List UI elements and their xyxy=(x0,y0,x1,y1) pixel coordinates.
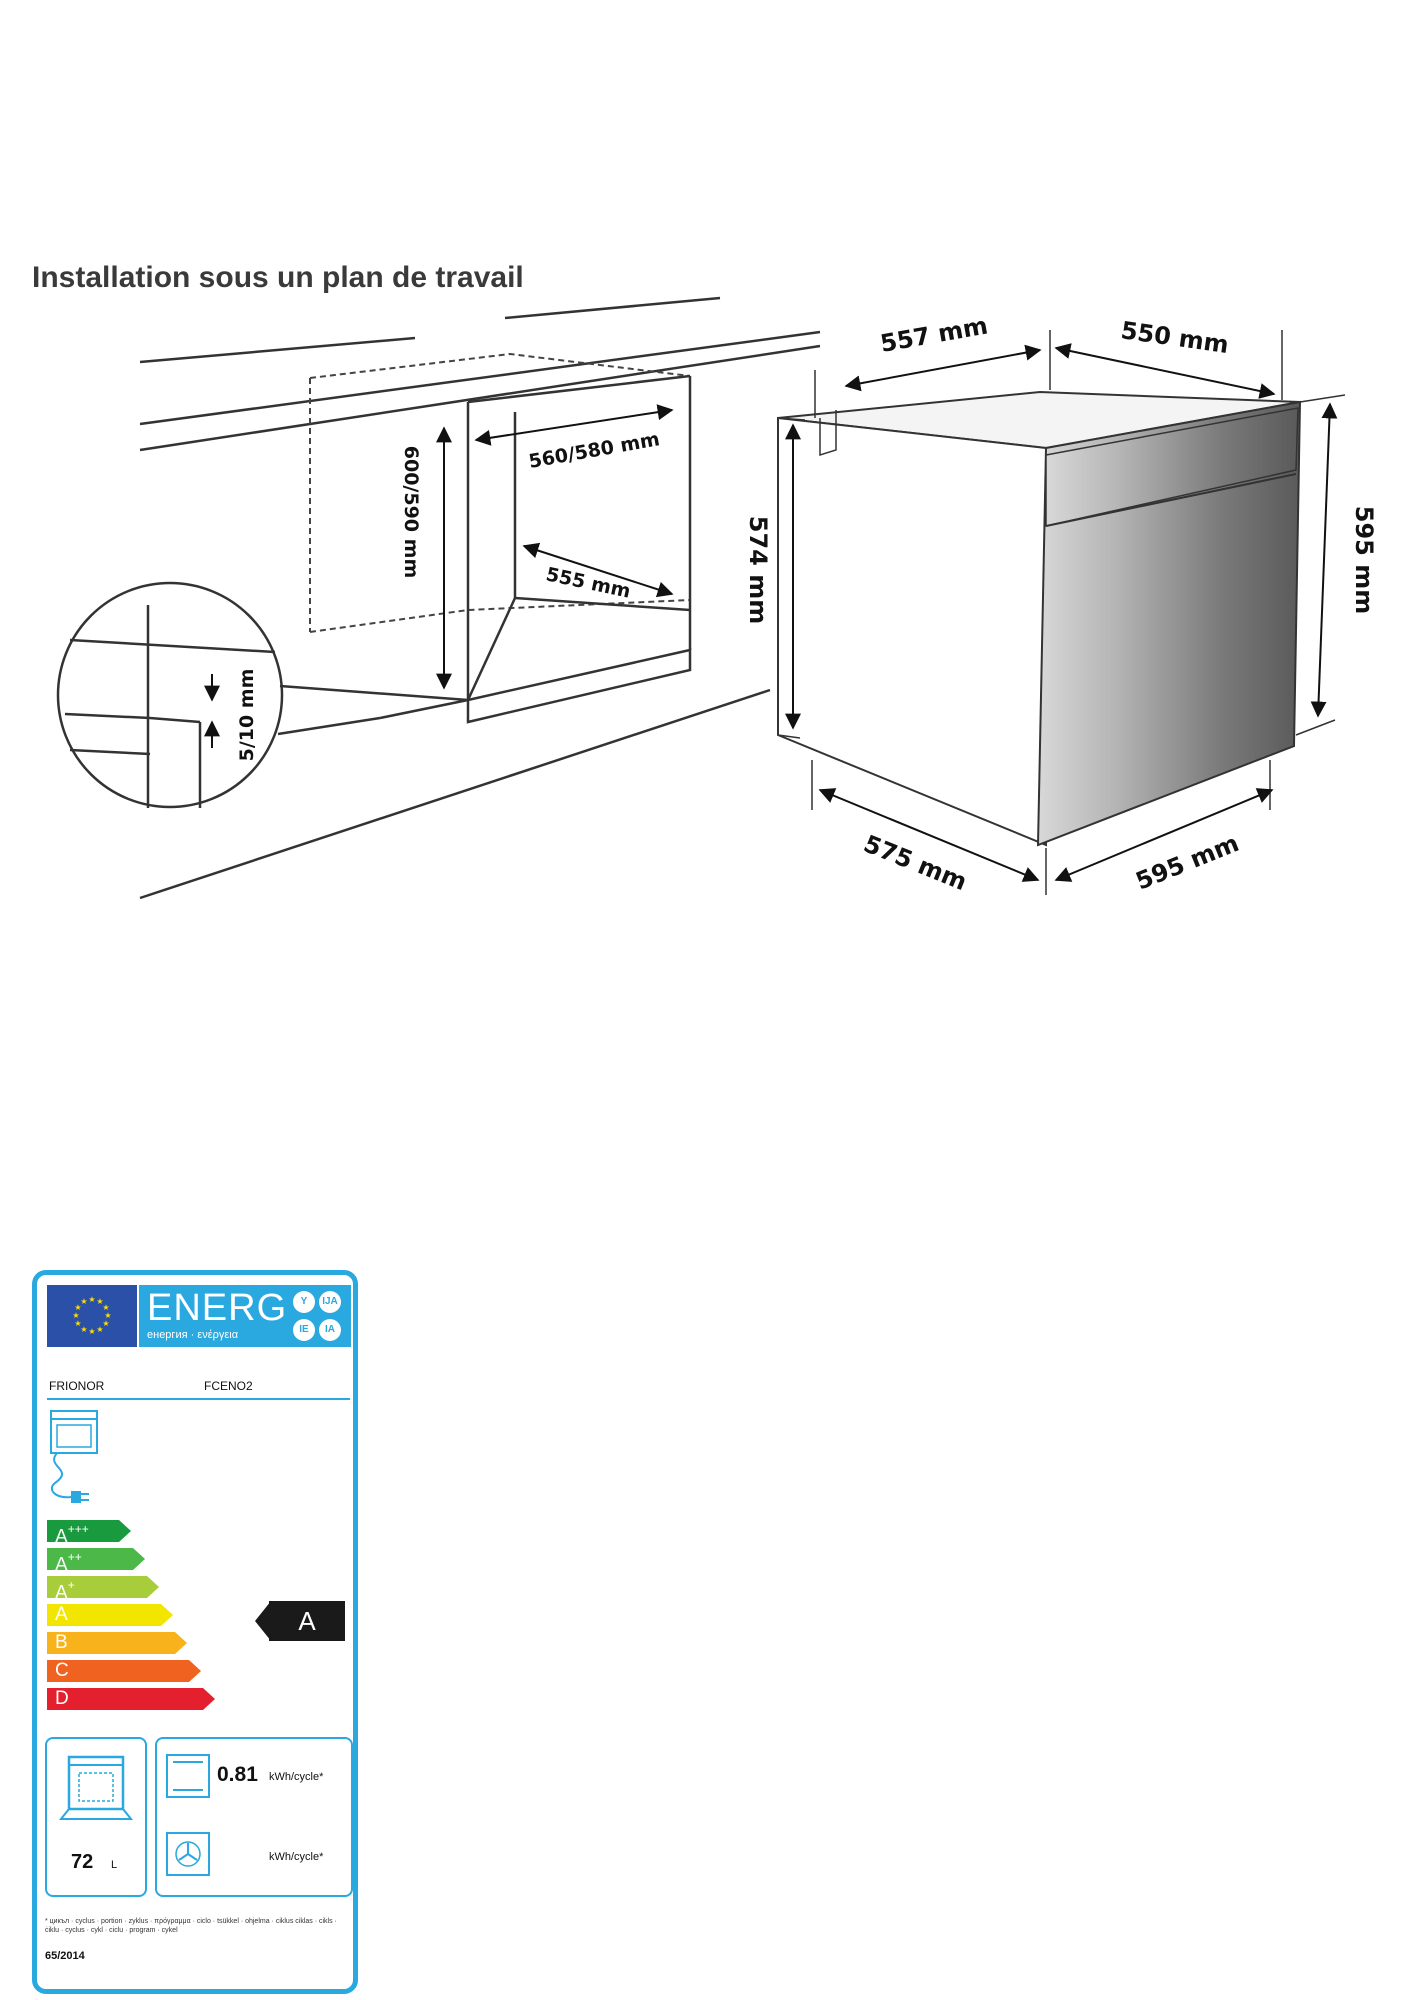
lang-badge-ija: IJA xyxy=(319,1291,341,1313)
svg-text:★: ★ xyxy=(74,1303,81,1312)
model-id: FCENO2 xyxy=(204,1379,253,1393)
class-letter: D xyxy=(55,1688,69,1709)
energy-banner: ENERG енергия · ενέργεια Y IJA IE IA xyxy=(139,1285,351,1347)
lang-badge-ia: IA xyxy=(319,1319,341,1341)
class-letter: A xyxy=(55,1604,68,1625)
svg-text:★: ★ xyxy=(102,1319,109,1328)
class-plus: + xyxy=(67,1578,75,1592)
svg-text:★: ★ xyxy=(102,1303,109,1312)
svg-text:★: ★ xyxy=(88,1327,95,1336)
lang-badge-y: Y xyxy=(293,1291,315,1313)
svg-text:★: ★ xyxy=(80,1297,87,1306)
conventional-mode-icon xyxy=(166,1754,210,1798)
oven-bottom-depth-label: 575 mm xyxy=(860,830,971,897)
consumption-panel: 0.81 kWh/cycle* kWh/cycle* xyxy=(155,1737,353,1897)
class-plus: ++ xyxy=(67,1550,82,1564)
class-letter: C xyxy=(55,1660,69,1681)
volume-panel: 72 L xyxy=(45,1737,147,1897)
niche-depth-label: 560/580 mm xyxy=(527,428,661,473)
svg-text:★: ★ xyxy=(74,1319,81,1328)
oven-bottom-width-label: 595 mm xyxy=(1132,829,1243,896)
regulation-number: 65/2014 xyxy=(45,1950,85,1962)
oven-top-depth-label: 557 mm xyxy=(878,311,990,357)
energ-subtitle: енергия · ενέργεια xyxy=(147,1329,239,1341)
svg-text:★: ★ xyxy=(72,1311,79,1320)
oven-body-height-label: 574 mm xyxy=(744,516,772,624)
gap-label: 5/10 mm xyxy=(236,669,258,762)
class-letter: A xyxy=(55,1526,68,1548)
class-bar-aplus: A+ xyxy=(47,1576,159,1598)
svg-text:★: ★ xyxy=(96,1325,103,1334)
fan-mode-icon xyxy=(166,1832,210,1876)
footnote: * цикъл · cyclus · portion · zyklus · πρ… xyxy=(45,1918,337,1934)
cabinet-walls xyxy=(379,374,692,724)
consumption-fan-unit: kWh/cycle* xyxy=(269,1851,324,1863)
oven-extension-lines xyxy=(777,330,1346,895)
oven-front-height-label: 595 mm xyxy=(1350,506,1378,614)
eu-flag-icon: ★★★ ★★★ ★★★ ★★★ xyxy=(47,1285,137,1347)
worktop-lines xyxy=(139,296,821,900)
class-letter: A xyxy=(55,1554,68,1576)
niche-inner-depth-label: 555 mm xyxy=(544,563,633,602)
class-bar-a: A xyxy=(47,1604,173,1626)
consumption-unit: kWh/cycle* xyxy=(269,1771,324,1783)
consumption-conventional: 0.81 xyxy=(217,1763,258,1786)
header-rule xyxy=(47,1398,350,1400)
svg-text:★: ★ xyxy=(88,1295,95,1304)
supplier-name: FRIONOR xyxy=(49,1379,105,1393)
oven-top-width-label: 550 mm xyxy=(1119,316,1230,359)
class-bar-c: C xyxy=(47,1660,201,1682)
detail-magnifier xyxy=(56,581,469,809)
electric-oven-icon xyxy=(50,1410,98,1503)
class-bar-a3plus: A+++ xyxy=(47,1520,131,1542)
niche-height-value: 600/590 mm xyxy=(400,446,422,578)
svg-text:★: ★ xyxy=(104,1311,111,1320)
class-letter: A xyxy=(55,1582,68,1604)
class-bar-d: D xyxy=(47,1688,215,1710)
energy-label: ★★★ ★★★ ★★★ ★★★ ENERG енергия · ενέργεια… xyxy=(32,1270,358,1994)
volume-unit: L xyxy=(111,1859,118,1871)
niche-outline xyxy=(309,352,691,633)
svg-text:★: ★ xyxy=(80,1325,87,1334)
svg-text:★: ★ xyxy=(96,1297,103,1306)
energ-word: ENERG xyxy=(147,1287,288,1329)
class-bar-a2plus: A++ xyxy=(47,1548,145,1570)
oven-body xyxy=(777,390,1302,847)
class-plus: +++ xyxy=(67,1522,89,1536)
niche-height-label: 600/590 mm xyxy=(400,446,422,578)
energy-label-header: ★★★ ★★★ ★★★ ★★★ ENERG енергия · ενέργεια… xyxy=(47,1285,353,1350)
page-title: Installation sous un plan de travail xyxy=(32,261,524,294)
rating-arrow-tip xyxy=(255,1601,271,1641)
volume-value: 72 xyxy=(71,1851,94,1873)
class-letter: B xyxy=(55,1632,68,1653)
installation-diagram: 560/580 mm 600/590 mm 555 mm 5/10 mm xyxy=(56,296,1378,900)
energy-rating: A xyxy=(269,1601,345,1641)
lang-badge-ie: IE xyxy=(293,1319,315,1341)
oven-volume-icon xyxy=(59,1755,133,1820)
class-bar-b: B xyxy=(47,1632,187,1654)
